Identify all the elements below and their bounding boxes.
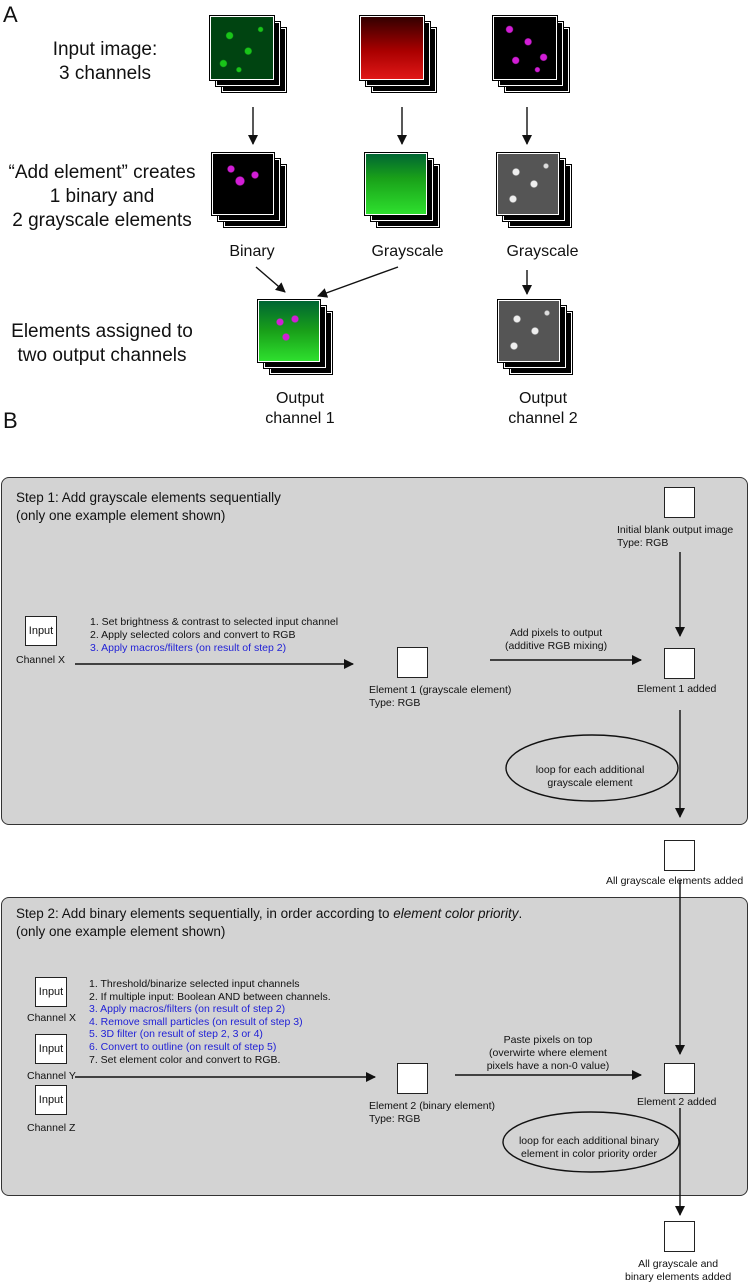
blank-output-box bbox=[664, 487, 695, 518]
all-grayscale-label: All grayscale elements added bbox=[606, 875, 744, 887]
step2-channel-z: Channel Z bbox=[27, 1122, 76, 1134]
loop1-ellipse bbox=[505, 734, 679, 802]
step2-instructions: 1. Threshold/binarize selected input cha… bbox=[89, 978, 331, 1066]
step1-panel bbox=[1, 477, 748, 825]
step2-panel bbox=[1, 897, 748, 1196]
element1-added-box bbox=[664, 648, 695, 679]
step2-channel-y: Channel Y bbox=[27, 1070, 76, 1082]
step1-title: Step 1: Add grayscale elements sequentia… bbox=[16, 490, 281, 523]
element1-added-label: Element 1 added bbox=[637, 683, 717, 695]
all-elements-box bbox=[664, 1221, 695, 1252]
step1-channel-x: Channel X bbox=[16, 654, 66, 666]
element2-added-label: Element 2 added bbox=[637, 1096, 717, 1108]
step2-input-x: Input bbox=[35, 977, 67, 1007]
grayscale-label-1: Grayscale bbox=[371, 243, 444, 260]
element2-box bbox=[397, 1063, 428, 1094]
panel-b-letter: B bbox=[3, 408, 18, 433]
step1-input-box: Input bbox=[25, 616, 57, 646]
step2-channel-x: Channel X bbox=[27, 1012, 77, 1024]
element2-added-box bbox=[664, 1063, 695, 1094]
panel-a-letter: A bbox=[3, 2, 18, 27]
element1-label: Element 1 (grayscale element)Type: RGB bbox=[369, 684, 512, 709]
step2-input-z: Input bbox=[35, 1085, 67, 1115]
loop2-ellipse bbox=[502, 1111, 680, 1173]
arrow-gray-to-out1 bbox=[317, 266, 399, 298]
binary-label: Binary bbox=[229, 243, 275, 260]
grayscale-label-2: Grayscale bbox=[506, 243, 579, 260]
element1-box bbox=[397, 647, 428, 678]
row1-caption: Input image:3 channels bbox=[52, 39, 158, 84]
paste-pixels-text: Paste pixels on top(overwirte where elem… bbox=[486, 1034, 610, 1072]
add-pixels-text: Add pixels to output(additive RGB mixing… bbox=[505, 627, 608, 652]
all-grayscale-box bbox=[664, 840, 695, 871]
element2-label: Element 2 (binary element)Type: RGB bbox=[369, 1100, 496, 1125]
step1-instructions: 1. Set brightness & contrast to selected… bbox=[90, 616, 339, 654]
step2-title: Step 2: Add binary elements sequentially… bbox=[16, 906, 523, 939]
step2-input-y: Input bbox=[35, 1034, 67, 1064]
arrow-binary-to-out1 bbox=[255, 266, 286, 293]
